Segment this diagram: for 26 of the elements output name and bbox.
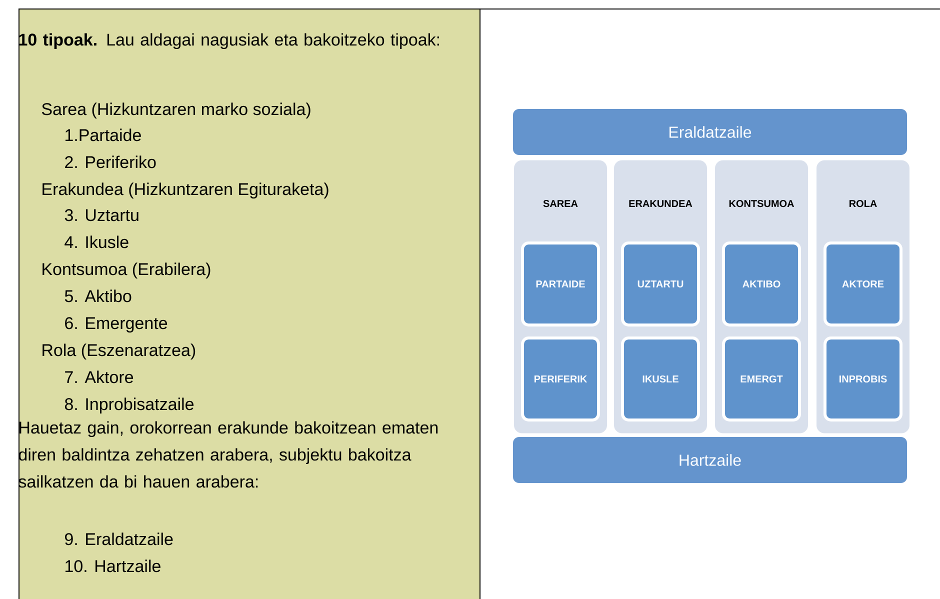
list-item: Rola (Eszenaratzea): [42, 344, 196, 360]
list-item: 4. Ikusle: [64, 236, 128, 248]
category-box: INPROBIS: [824, 336, 902, 422]
list-item: Erakundea (Hizkuntzaren Egituraketa): [42, 182, 328, 199]
list-item: Sarea (Hizkuntzaren marko soziala): [42, 102, 310, 118]
list-item: 10. Hartzaile: [66, 560, 160, 572]
category-box: AKTIBO: [722, 242, 801, 326]
category-box: AKTORE: [824, 242, 902, 326]
list-item: 2. Periferiko: [65, 156, 156, 168]
list-item: 1.Partaide: [66, 128, 141, 142]
category-box: IKUSLE: [621, 336, 700, 422]
paragraph: Hauetaz gain, orokorrean erakunde bakoitzean ematen diren baldintza zehatzen arabera, subjektu bakoitza sailkatzen da bi hauen arabera:: [18, 421, 438, 488]
band: Eraldatzaile: [513, 109, 907, 155]
category-box: UZTARTU: [621, 242, 700, 326]
band: Hartzaile: [513, 437, 907, 483]
category-box: EMERGT: [722, 336, 801, 422]
list-item: 8. Inprobisatzaile: [64, 398, 194, 414]
list-item: 7. Aktore: [65, 370, 134, 384]
category-box: PERIFERIK: [521, 336, 600, 422]
heading-text: 10 tipoak. Lau aldagai nagusiak eta bakoitzeko tipoak:: [19, 33, 439, 50]
list-item: 6. Emergente: [65, 317, 168, 333]
list-item: Kontsumoa (Erabilera): [42, 262, 210, 278]
list-item: 5. Aktibo: [64, 290, 132, 302]
category-box: PARTAIDE: [521, 242, 600, 326]
list-item: 3. Uztartu: [64, 209, 138, 222]
list-item: 9. Eraldatzaile: [65, 532, 173, 546]
